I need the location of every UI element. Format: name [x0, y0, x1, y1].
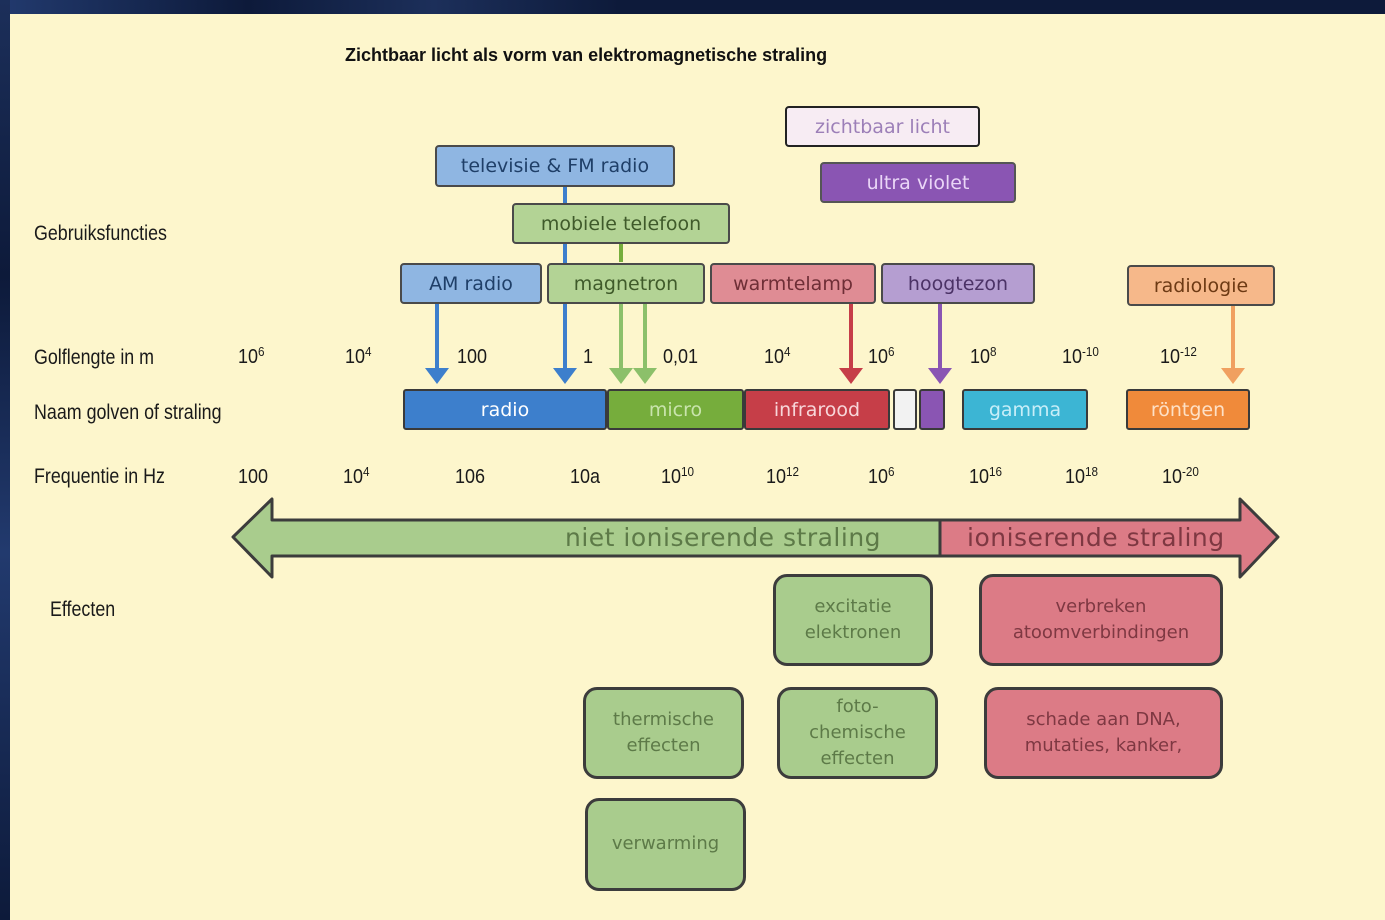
use-ultra-violet: ultra violet [820, 162, 1016, 203]
wavelength-tick: 108 [970, 344, 997, 368]
arrowhead-televisie [553, 368, 577, 384]
frequency-tick: 104 [343, 464, 370, 488]
wavelength-tick: 106 [238, 344, 265, 368]
arrowhead-magnetron-2 [633, 368, 657, 384]
band-micro: micro [607, 389, 744, 430]
background-strip [0, 0, 620, 14]
use-zichtbaar-licht: zichtbaar licht [785, 106, 980, 147]
band-infrarood: infrarood [744, 389, 890, 430]
row-label-wavelength: Golflengte in m [34, 346, 155, 369]
frequency-tick: 106 [455, 466, 486, 488]
use-hoogtezon: hoogtezon [881, 263, 1035, 304]
use-televisie-fm-radio: televisie & FM radio [435, 145, 675, 187]
band-radio: radio [403, 389, 607, 430]
row-label-frequency: Frequentie in Hz [34, 465, 165, 488]
row-label-name: Naam golven of straling [34, 401, 222, 424]
effect-thermische-effecten: thermische effecten [583, 687, 744, 779]
ionizing-label: ioniserende straling [967, 523, 1225, 552]
arrowhead-warmtelamp [839, 368, 863, 384]
frequency-tick: 1018 [1065, 464, 1099, 488]
ionizing-arrow [938, 497, 1280, 579]
arrowhead-hoogtezon [928, 368, 952, 384]
wavelength-tick: 104 [764, 344, 791, 368]
frequency-tick: 1010 [661, 464, 695, 488]
wavelength-tick: 0,01 [663, 346, 699, 368]
effect-schade-dna: schade aan DNA, mutaties, kanker, [984, 687, 1223, 779]
frequency-tick: 10a [570, 466, 601, 488]
frequency-tick: 10-20 [1162, 464, 1199, 488]
background-strip-left [0, 0, 10, 920]
band-visible-light [893, 389, 917, 430]
effect-verwarming: verwarming [585, 798, 746, 891]
frequency-tick: 1012 [766, 464, 800, 488]
row-label-uses: Gebruiksfuncties [34, 222, 167, 245]
use-warmtelamp: warmtelamp [710, 263, 876, 304]
frequency-tick: 100 [238, 466, 269, 488]
use-mobiele-telefoon: mobiele telefoon [512, 203, 730, 244]
non-ionizing-arrow [231, 497, 942, 579]
band-rontgen: röntgen [1126, 389, 1250, 430]
arrowhead-radiologie [1221, 368, 1245, 384]
diagram-title: Zichtbaar licht als vorm van elektromagn… [345, 45, 828, 65]
frequency-tick: 106 [868, 464, 895, 488]
wavelength-tick: 1 [583, 346, 594, 368]
non-ionizing-label: niet ioniserende straling [565, 523, 881, 552]
effect-excitatie-elektronen: excitatie elektronen [773, 574, 933, 666]
wavelength-tick: 100 [457, 346, 488, 368]
wavelength-tick: 10-10 [1062, 344, 1099, 368]
band-ultraviolet [919, 389, 945, 430]
arrowhead-magnetron-1 [609, 368, 633, 384]
band-gamma: gamma [962, 389, 1088, 430]
row-label-effects: Effecten [50, 598, 116, 621]
use-magnetron: magnetron [547, 263, 705, 304]
wavelength-tick: 104 [345, 344, 372, 368]
wavelength-tick: 10-12 [1160, 344, 1197, 368]
use-am-radio: AM radio [400, 263, 542, 304]
frequency-tick: 1016 [969, 464, 1003, 488]
use-radiologie: radiologie [1127, 265, 1275, 306]
effect-fotochemische-effecten: foto- chemische effecten [777, 687, 938, 779]
effect-verbreken-atoomverbindingen: verbreken atoomverbindingen [979, 574, 1223, 666]
arrowhead-am-radio [425, 368, 449, 384]
wavelength-tick: 106 [868, 344, 895, 368]
